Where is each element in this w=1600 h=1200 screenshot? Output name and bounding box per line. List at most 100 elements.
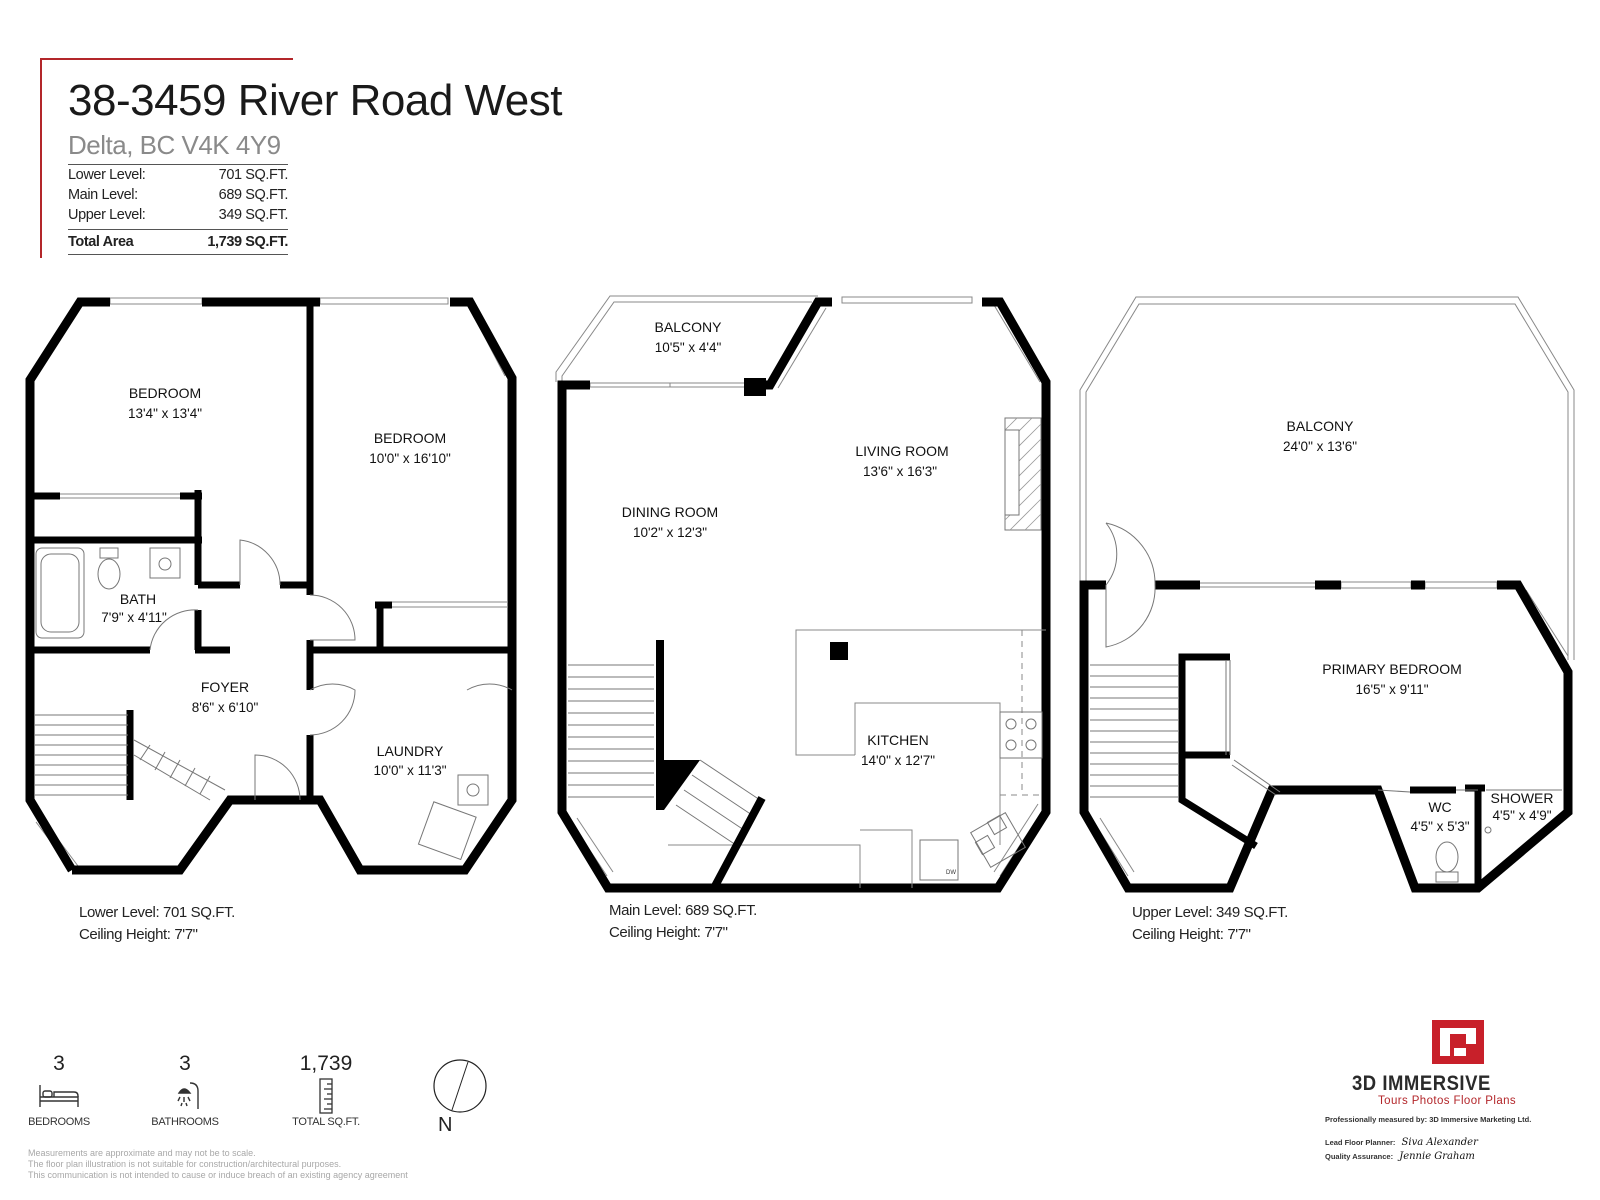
dishwasher [919,839,959,881]
planner-label: Lead Floor Planner: [1325,1138,1396,1147]
wall [1178,653,1258,849]
room-dimensions: 16'5" x 9'11" [1355,682,1428,697]
area-label: Main Level: [68,187,138,203]
window [576,817,614,873]
total-value: 1,739 SQ.FT. [207,234,288,250]
bath-fixtures [35,547,181,639]
column [830,642,848,660]
level-ceiling: Ceiling Height: 7'7" [1132,926,1251,943]
sliding-door [1231,764,1277,796]
stat-number: 3 [179,1052,191,1075]
room-dimensions: 10'0" x 11'3" [373,763,446,778]
bed-icon [4,1076,114,1116]
stat-label: BATHROOMS [151,1116,219,1128]
sliding-door [1233,759,1281,793]
stairs [568,664,761,846]
wall [72,297,517,875]
room-dimensions: 10'2" x 12'3" [633,525,707,540]
3d-immersive-logo-icon [1432,1020,1484,1069]
wall [25,297,110,873]
door-swing [309,683,356,736]
wc-fixtures [1435,789,1562,883]
room-name: BALCONY [655,319,723,335]
area-label: Upper Level: [68,207,146,223]
level-area: Main Level: 689 SQ.FT. [609,902,757,919]
room-name: KITCHEN [867,732,928,748]
listing-header: 38-3459 River Road West Delta, BC V4K 4Y… [40,58,562,258]
room-dimensions: 10'0" x 16'10" [369,451,451,466]
window [1340,581,1412,589]
door-swing [1105,584,1156,648]
window [1525,589,1569,657]
header-accent-line [40,58,293,60]
door-swing [1105,522,1118,586]
qa-label: Quality Assurance: [1325,1152,1394,1161]
ruler-icon [271,1076,381,1116]
area-value: 349 SQ.FT. [218,207,289,223]
room-name: BALCONY [1287,418,1355,434]
main-level-plan: DW BALCONY 10'5" x 4'4" LIVING ROOM 13'6… [555,295,1051,893]
stat-label: TOTAL SQ.FT. [292,1116,360,1128]
room-name: WC [1428,799,1451,815]
area-row: Main Level: 689 SQ.FT. [68,185,288,205]
upper-level-plan: BALCONY 24'0" x 13'6" PRIMARY BEDROOM 16… [1079,296,1575,893]
stat-total-sqft: 1,739 TOTAL SQ.FT. [271,1052,381,1128]
room-dimensions: 10'5" x 4'4" [655,340,722,355]
window [993,304,1041,383]
measured-by: Professionally measured by: 3D Immersive… [1325,1115,1532,1124]
room-name: BEDROOM [374,430,446,446]
window [109,297,203,305]
stat-number: 3 [53,1052,65,1075]
door-swing [1105,522,1156,586]
door-swing [466,683,513,691]
level-area: Lower Level: 701 SQ.FT. [79,904,235,921]
room-name: LAUNDRY [377,743,444,759]
area-total-row: Total Area 1,739 SQ.FT. [68,229,288,255]
stairs [35,714,226,801]
window [841,296,973,304]
room-dimensions: 7'9" x 4'11" [101,610,167,625]
door-swing [254,754,301,801]
room-dimensions: 24'0" x 13'6" [1283,439,1357,454]
window [777,307,827,389]
stat-bedrooms: 3 BEDROOMS [4,1052,114,1128]
kitchen-sink [969,811,1027,869]
kitchen-island [668,629,1046,888]
main-level-caption: Main Level: 689 SQ.FT. Ceiling Height: 7… [609,900,757,944]
upper-level-caption: Upper Level: 349 SQ.FT. Ceiling Height: … [1132,902,1288,946]
room-name: BATH [120,591,156,607]
area-value: 701 SQ.FT. [218,167,289,183]
balcony-railing [1079,296,1575,660]
room-name: LIVING ROOM [855,443,948,459]
window [1099,817,1135,873]
room-name: PRIMARY BEDROOM [1322,661,1462,677]
quality-assurance: Quality Assurance: Jennie Graham [1325,1151,1475,1162]
shower-icon [130,1076,240,1116]
room-name: FOYER [201,679,249,695]
planner-signature: Siva Alexander [1401,1137,1478,1148]
room-dimensions: 4'5" x 5'3" [1410,819,1469,834]
area-summary-table: Lower Level: 701 SQ.FT. Main Level: 689 … [68,164,288,255]
door-swing [239,539,281,586]
wall [744,378,766,396]
stat-label: BEDROOMS [28,1116,90,1128]
lower-level-caption: Lower Level: 701 SQ.FT. Ceiling Height: … [79,902,235,946]
door-swing [1377,789,1411,793]
brand-name: 3D IMMERSIVE [1352,1072,1491,1095]
door-swing [309,594,356,641]
room-name: BEDROOM [129,385,201,401]
compass-north-label: N [438,1114,453,1136]
level-area: Upper Level: 349 SQ.FT. [1132,904,1288,921]
area-row: Lower Level: 701 SQ.FT. [68,165,288,185]
dishwasher-label: DW [946,870,956,876]
stair-landing [664,760,700,810]
compass-icon [433,1059,487,1113]
brand-tagline: Tours Photos Floor Plans [1378,1095,1517,1107]
lead-floor-planner: Lead Floor Planner: Siva Alexander [1325,1137,1478,1148]
window [319,297,449,305]
header-accent-line [40,58,42,258]
wall [750,297,832,390]
room-dimensions: 8'6" x 6'10" [192,700,259,715]
wall [710,796,766,890]
